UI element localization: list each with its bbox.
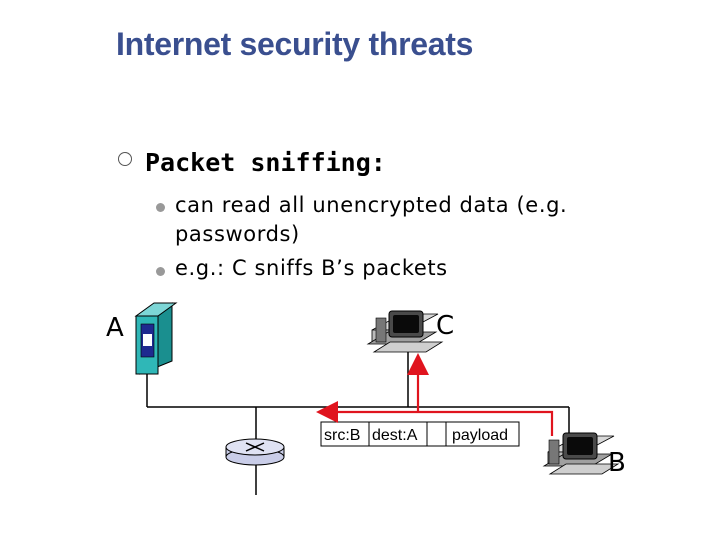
- host-c-label: C: [436, 311, 454, 341]
- router-icon: [225, 438, 285, 466]
- hollow-bullet-icon: [118, 152, 132, 166]
- server-icon: [134, 302, 178, 375]
- packet-dest-field: dest:A: [372, 427, 418, 444]
- bullet-line-1-cont: passwords): [175, 222, 300, 246]
- packet: src:B dest:A payload: [320, 421, 520, 447]
- bullet-dot-icon: [156, 267, 165, 276]
- desktop-computer-icon: [366, 310, 444, 353]
- slide-title: Internet security threats: [116, 26, 474, 62]
- bullet-dot-icon: [156, 203, 165, 212]
- bullet-line-2: e.g.: C sniffs B’s packets: [175, 256, 448, 280]
- section-heading: Packet sniffing:: [145, 148, 386, 177]
- host-a-label: A: [106, 313, 124, 343]
- bullet-line-1: can read all unencrypted data (e.g.: [175, 193, 568, 217]
- host-b-label: B: [608, 448, 626, 478]
- packet-src-field: src:B: [324, 427, 360, 444]
- desktop-computer-icon: [542, 432, 620, 475]
- packet-payload-field: payload: [452, 427, 508, 444]
- sniff-arrow: [316, 353, 554, 436]
